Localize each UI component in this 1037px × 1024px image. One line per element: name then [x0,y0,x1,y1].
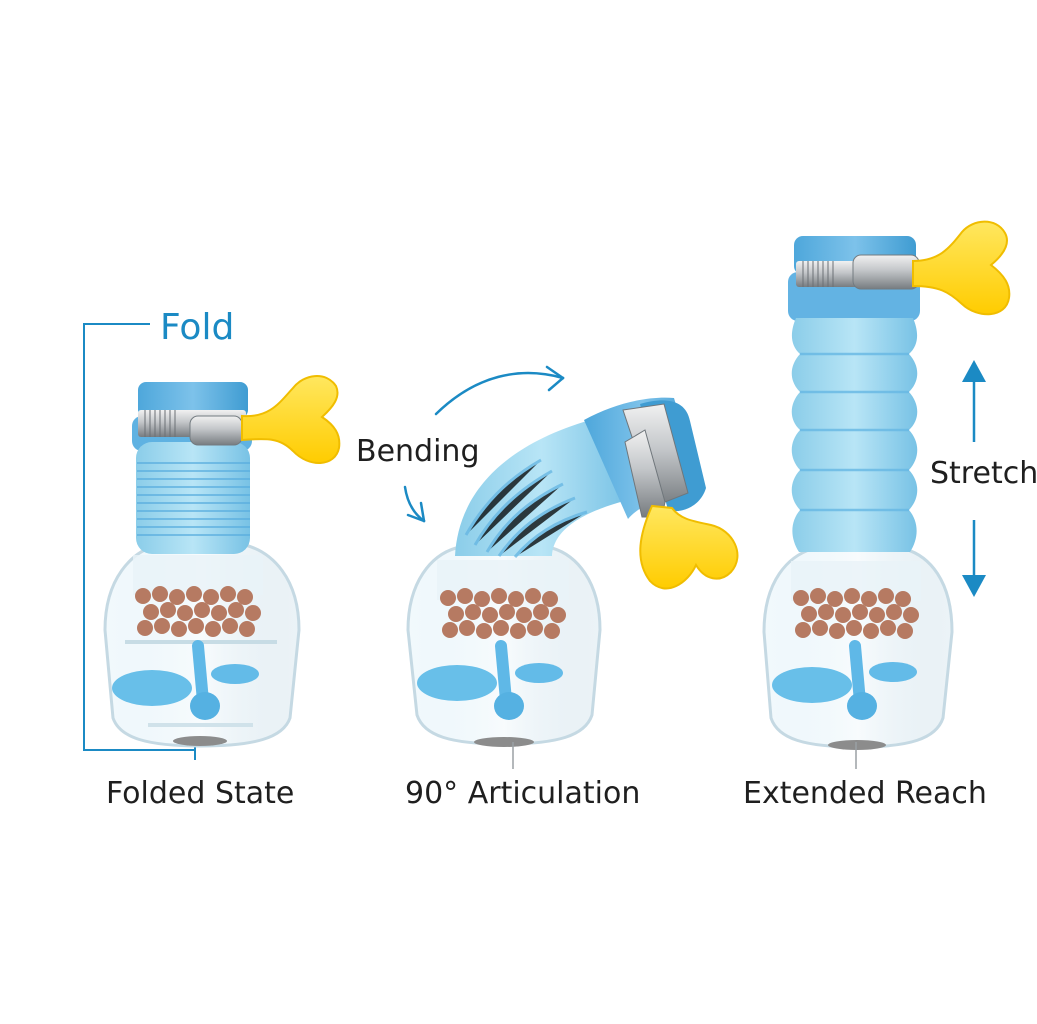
stretch-label: Stretch [930,456,1037,491]
extended-reach-caption: Extended Reach [743,776,987,811]
double-arrow-icon [962,360,986,597]
bending-faucet-extender [406,397,739,747]
caption-ticks [512,742,857,769]
folded-state-caption: Folded State [106,776,295,811]
extended-faucet-extender [762,220,1011,750]
articulation-caption: 90° Articulation [405,776,641,811]
folded-faucet-extender [103,375,341,748]
fold-title: Fold [160,307,235,348]
curved-arrow-icon [403,365,565,523]
bending-label: Bending [356,434,480,469]
